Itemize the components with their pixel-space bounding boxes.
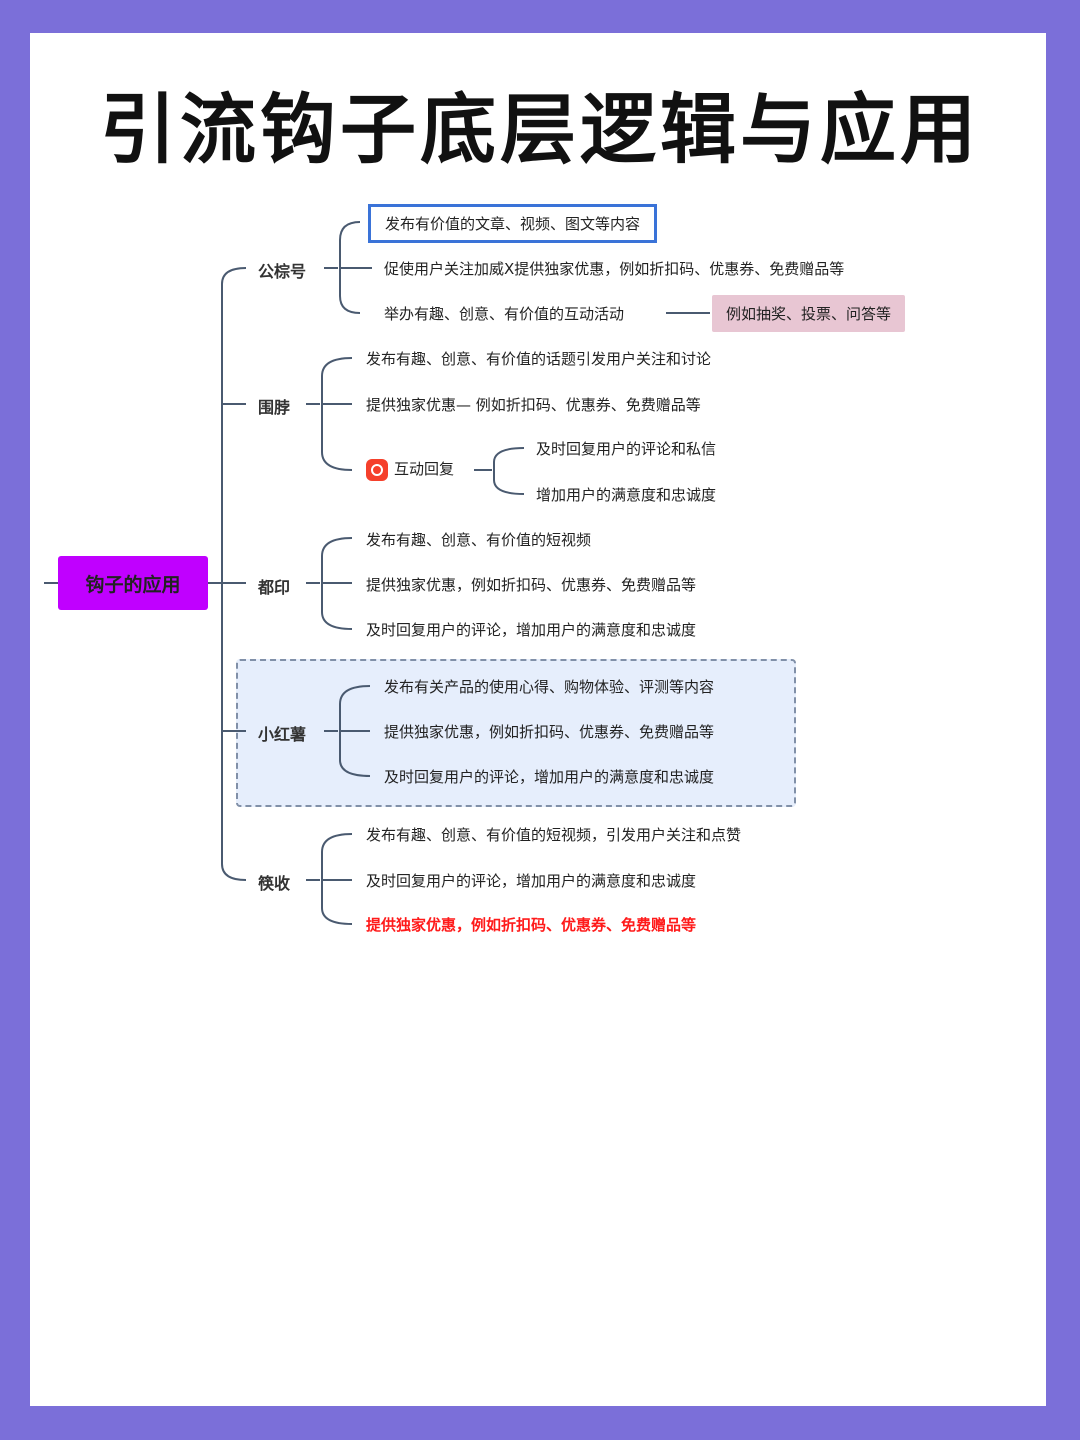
xiaohongshu-group-box (236, 659, 796, 807)
weibo-subitem-2: 增加用户的满意度和忠诚度 (536, 486, 717, 504)
red-app-icon (366, 458, 388, 481)
gongzhonghao-item-1: 发布有价值的文章、视频、图文等内容 (368, 204, 658, 243)
xiaohongshu-item-2: 提供独家优惠，例如折扣码、优惠券、免费赠品等 (384, 723, 715, 741)
xiaohongshu-item-3: 及时回复用户的评论，增加用户的满意度和忠诚度 (384, 768, 715, 786)
gongzhonghao-item-3: 举办有趣、创意、有价值的互动活动 (384, 305, 625, 323)
branch-gongzhonghao: 公棕号 (258, 262, 307, 281)
page-title: 引流钩子底层逻辑与应用 (100, 85, 980, 174)
xiaohongshu-item-1: 发布有关产品的使用心得、购物体验、评测等内容 (384, 678, 715, 696)
douyin-item-3: 及时回复用户的评论，增加用户的满意度和忠诚度 (366, 621, 697, 639)
weibo-item-2: 提供独家优惠— 例如折扣码、优惠券、免费赠品等 (366, 396, 701, 414)
branch-xiaohongshu: 小红薯 (258, 725, 307, 744)
gongzhonghao-tag: 例如抽奖、投票、问答等 (712, 295, 906, 332)
weibo-item-3: 互动回复 (366, 458, 454, 481)
weibo-subitem-1: 及时回复用户的评论和私信 (536, 440, 717, 458)
kuaishou-item-1: 发布有趣、创意、有价值的短视频，引发用户关注和点赞 (366, 826, 742, 844)
kuaishou-item-2: 及时回复用户的评论，增加用户的满意度和忠诚度 (366, 872, 697, 890)
branch-weibo: 围脖 (258, 398, 291, 417)
branch-kuaishou: 筷收 (258, 874, 291, 893)
douyin-item-2: 提供独家优惠，例如折扣码、优惠券、免费赠品等 (366, 576, 697, 594)
douyin-item-1: 发布有趣、创意、有价值的短视频 (366, 531, 592, 549)
root-node: 钩子的应用 (58, 556, 208, 610)
branch-douyin: 都印 (258, 578, 291, 597)
gongzhonghao-item-2: 促使用户关注加威X提供独家优惠，例如折扣码、优惠券、免费赠品等 (384, 260, 845, 278)
weibo-item-3-label: 互动回复 (394, 460, 455, 478)
kuaishou-item-3: 提供独家优惠，例如折扣码、优惠券、免费赠品等 (366, 916, 697, 934)
weibo-item-1: 发布有趣、创意、有价值的话题引发用户关注和讨论 (366, 350, 712, 368)
